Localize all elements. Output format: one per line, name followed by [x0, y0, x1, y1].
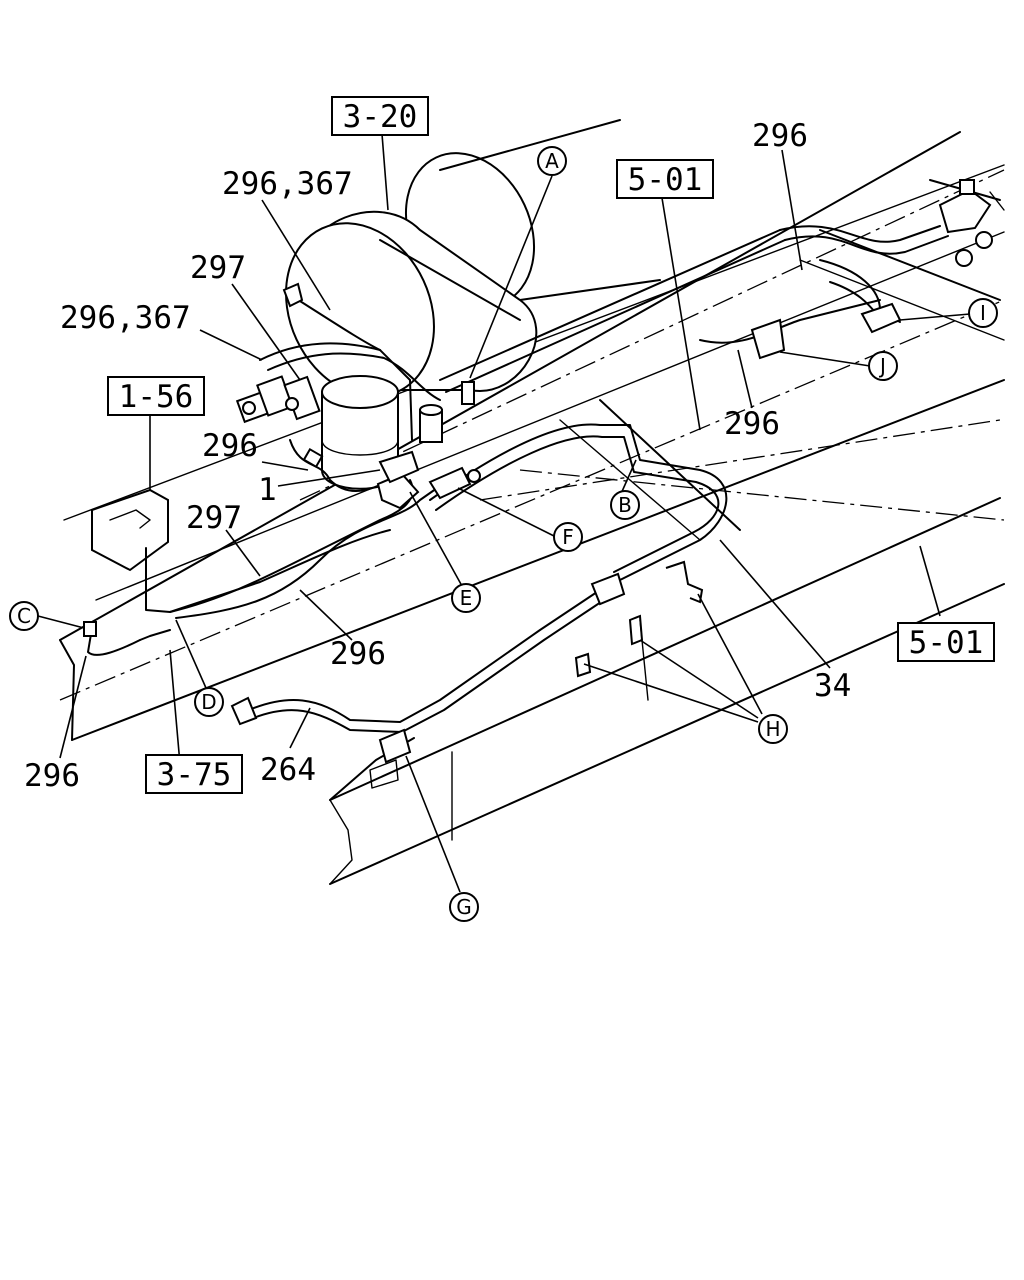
bracket-box-1-56: [91, 488, 169, 572]
callout-a-letter: A: [545, 149, 559, 173]
part-number-296-367: 296,367: [60, 300, 191, 336]
part-number-1: 1: [258, 472, 277, 508]
brackets-h: [574, 560, 704, 701]
part-number-296: 296: [330, 636, 386, 672]
part-number-297: 297: [190, 250, 246, 286]
ref-box-5-01-right: 5-01: [897, 622, 995, 662]
callout-g: G: [449, 892, 479, 922]
pipe-264: [230, 572, 626, 733]
pipe-34: [429, 423, 728, 581]
callout-i-letter: I: [980, 301, 986, 325]
hose-296-367: [259, 282, 441, 441]
valve-block: [235, 375, 321, 424]
callout-h-letter: H: [765, 717, 780, 741]
reservoir-cylinder: [321, 375, 399, 490]
part-number-296: 296: [202, 428, 258, 464]
callout-a: A: [537, 146, 567, 176]
fitting-e: [376, 450, 420, 510]
ref-box-3-75: 3-75: [145, 754, 243, 794]
leader-lines: [37, 133, 971, 893]
callout-i: I: [968, 298, 998, 328]
callout-d-letter: D: [201, 690, 216, 714]
part-number-296: 296: [752, 118, 808, 154]
callout-h: H: [758, 714, 788, 744]
callout-b-letter: B: [618, 493, 632, 517]
valve-assembly-right: [929, 179, 1005, 267]
callout-f: F: [553, 522, 583, 552]
callout-c: C: [9, 601, 39, 631]
ref-box-1-56-label: 1-56: [119, 379, 194, 415]
pipe-right-loop: [699, 259, 902, 344]
cross-members: [479, 229, 1005, 541]
callout-e-letter: E: [460, 586, 473, 610]
hose-296-center: [175, 485, 441, 619]
hose-296-bottom-left: [83, 621, 171, 656]
bracket-j: [750, 318, 786, 360]
ref-box-5-01-top: 5-01: [616, 159, 714, 199]
ref-box-3-20-label: 3-20: [343, 99, 418, 135]
callout-e: E: [451, 583, 481, 613]
callout-g-letter: G: [456, 895, 472, 919]
ref-box-1-56: 1-56: [107, 376, 205, 416]
callout-j: J: [868, 351, 898, 381]
fitting-f: [428, 466, 481, 500]
clip-a: [461, 381, 475, 405]
callout-d: D: [194, 687, 224, 717]
ref-box-5-01-right-label: 5-01: [909, 625, 984, 661]
callout-f-letter: F: [562, 525, 574, 549]
pipe-top-long: [439, 225, 949, 393]
callout-j-letter: J: [878, 354, 886, 378]
center-lines: [59, 169, 1005, 701]
ref-box-3-75-label: 3-75: [157, 757, 232, 793]
bracket-g: [369, 728, 412, 789]
small-canister: [419, 404, 443, 443]
frame-rail-near: [329, 497, 1005, 885]
part-number-296-367: 296,367: [222, 166, 353, 202]
ref-box-3-20: 3-20: [331, 96, 429, 136]
ref-box-5-01-top-label: 5-01: [628, 162, 703, 198]
callout-b: B: [610, 490, 640, 520]
part-number-296: 296: [24, 758, 80, 794]
part-number-296: 296: [724, 406, 780, 442]
part-number-264: 264: [260, 752, 316, 788]
callout-c-letter: C: [17, 604, 31, 628]
part-number-297: 297: [186, 500, 242, 536]
part-number-34: 34: [814, 668, 851, 704]
